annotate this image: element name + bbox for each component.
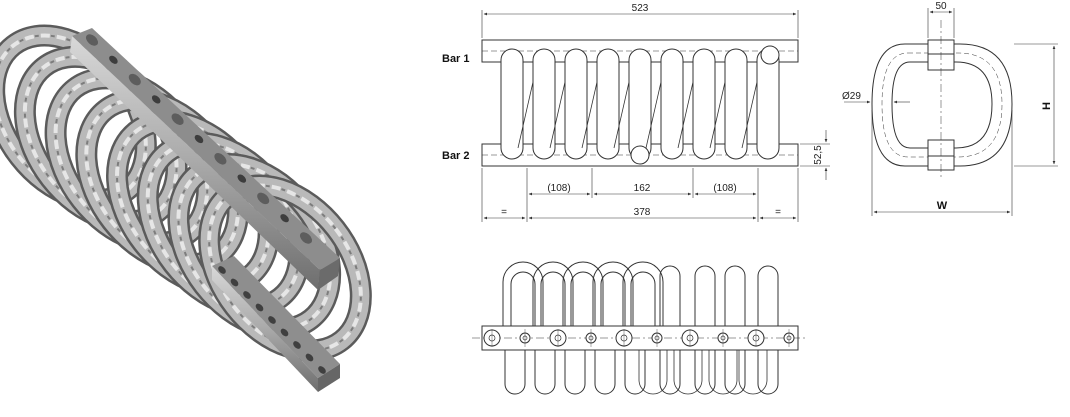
bottom-bar-hole bbox=[318, 366, 326, 374]
top-loop-lower-diag bbox=[673, 350, 703, 395]
bottom-mounting-bar bbox=[212, 256, 340, 392]
bottom-bar-hole bbox=[293, 341, 301, 349]
top-loop-lower bbox=[724, 350, 746, 395]
bottom-bar-hole bbox=[280, 328, 289, 337]
bar-height-dim: 52,5 bbox=[813, 145, 824, 165]
bottom-bar-hole bbox=[255, 303, 264, 312]
front-loop bbox=[500, 48, 524, 160]
top-loop-upper bbox=[592, 261, 634, 326]
isolator-render bbox=[0, 24, 372, 392]
top-bar-hole bbox=[280, 214, 289, 223]
bottom-bar-hole bbox=[268, 316, 276, 324]
side-view bbox=[844, 8, 1058, 216]
top-view-loops bbox=[502, 261, 779, 395]
top-loop-upper-inner bbox=[540, 271, 566, 326]
front-view-loops bbox=[500, 45, 780, 165]
top-bar-hole bbox=[109, 55, 118, 64]
cable-diameter-dim: Ø29 bbox=[842, 91, 861, 102]
front-loop bbox=[628, 48, 652, 160]
top-mounting-bar bbox=[70, 28, 340, 290]
top-bar-hole bbox=[194, 134, 204, 144]
top-loop-upper-inner bbox=[600, 271, 626, 326]
front-view bbox=[481, 10, 830, 222]
top-loop-upper bbox=[622, 261, 664, 326]
top-loop-upper-inner bbox=[510, 271, 536, 326]
front-loop bbox=[724, 48, 748, 160]
top-loop-lower bbox=[659, 350, 681, 395]
front-loop bbox=[756, 48, 780, 160]
bar-1-label: Bar 1 bbox=[442, 53, 470, 65]
top-bar-hole bbox=[257, 192, 270, 205]
top-bar-holes bbox=[85, 34, 313, 244]
front-end-circle bbox=[630, 145, 650, 165]
top-loop-lower-diag bbox=[708, 350, 738, 395]
equal-left-mark: = bbox=[501, 207, 507, 218]
bottom-bar-hole bbox=[230, 278, 239, 287]
top-loop-lower-diag bbox=[738, 350, 768, 395]
top-bar-hole bbox=[237, 174, 247, 183]
front-loop bbox=[564, 48, 588, 160]
top-loop-lower bbox=[757, 350, 779, 395]
top-bar-hole bbox=[151, 95, 161, 104]
bottom-bar-holes bbox=[218, 266, 326, 374]
pitch-mid-dim: 162 bbox=[634, 183, 651, 194]
top-bar-hole bbox=[299, 232, 313, 244]
bar-width-dim: 50 bbox=[935, 1, 947, 12]
front-end-circle bbox=[760, 45, 780, 65]
height-label: H bbox=[1041, 102, 1053, 110]
mount-span-dim: 378 bbox=[634, 207, 651, 218]
top-loop-upper-inner bbox=[570, 271, 596, 326]
top-loop-upper bbox=[659, 265, 681, 326]
top-view-holes bbox=[483, 329, 795, 347]
top-loop-upper-inner bbox=[630, 271, 656, 326]
front-loop bbox=[660, 48, 684, 160]
top-loop-lower-diag bbox=[638, 350, 668, 395]
top-loop-upper bbox=[757, 265, 779, 326]
top-bar-hole bbox=[171, 113, 184, 125]
front-loop bbox=[596, 48, 620, 160]
top-loop-upper bbox=[724, 265, 746, 326]
top-bar-hole bbox=[85, 34, 99, 46]
front-loop bbox=[532, 48, 556, 160]
top-loop-lower bbox=[594, 350, 616, 395]
bottom-bar-hole bbox=[305, 353, 314, 362]
top-loop-upper bbox=[694, 265, 716, 326]
top-loop-lower bbox=[534, 350, 556, 395]
top-view bbox=[472, 261, 808, 395]
bottom-bar-hole bbox=[218, 266, 226, 274]
top-loop-lower bbox=[624, 350, 646, 395]
top-loop-upper bbox=[502, 261, 544, 326]
top-loop-lower bbox=[564, 350, 586, 395]
front-loop bbox=[692, 48, 716, 160]
overall-length-dim: 523 bbox=[632, 3, 649, 14]
top-loop-upper bbox=[562, 261, 604, 326]
bar-2-label: Bar 2 bbox=[442, 150, 470, 162]
top-bar-hole bbox=[214, 153, 227, 165]
bottom-bar-hole bbox=[243, 291, 251, 299]
pitch-right-dim: (108) bbox=[713, 183, 736, 194]
top-loop-lower bbox=[504, 350, 526, 395]
top-loop-lower bbox=[694, 350, 716, 395]
equal-right-mark: = bbox=[775, 207, 781, 218]
width-label: W bbox=[937, 200, 948, 212]
top-loop-upper bbox=[532, 261, 574, 326]
pitch-left-dim: (108) bbox=[547, 183, 570, 194]
top-bar-hole bbox=[128, 73, 141, 86]
wire-rope-coils bbox=[0, 24, 372, 362]
